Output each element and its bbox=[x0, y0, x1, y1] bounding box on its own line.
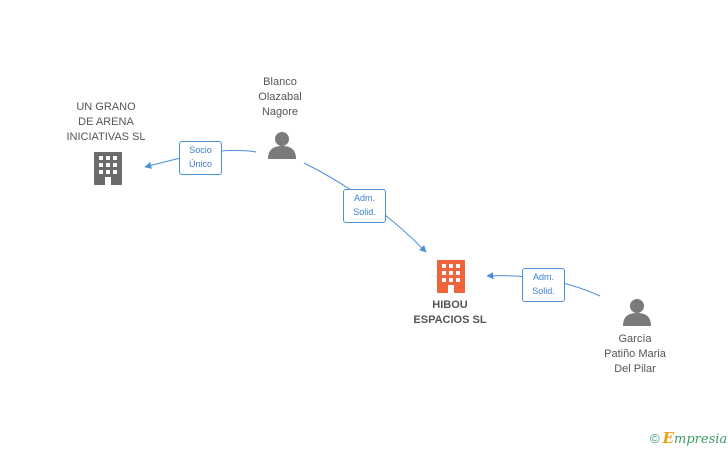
edge-label-adm-solid-blanco[interactable]: Adm. Solid. bbox=[343, 189, 386, 223]
person-label-blanco[interactable]: Blanco Olazabal Nagore bbox=[258, 76, 302, 118]
company-label-un-grano[interactable]: UN GRANO DE ARENA INICIATIVAS SL bbox=[66, 101, 146, 143]
person-icon[interactable] bbox=[623, 299, 651, 326]
building-icon-main[interactable] bbox=[437, 260, 465, 293]
edge-label-adm-solid-garcia[interactable]: Adm. Solid. bbox=[522, 268, 565, 302]
person-label-garcia[interactable]: García Patiño Maria Del Pilar bbox=[604, 333, 666, 375]
building-icon[interactable] bbox=[94, 152, 122, 185]
empresia-watermark: © Empresia bbox=[650, 428, 727, 448]
empresia-logo: Empresia bbox=[662, 429, 728, 447]
person-icon[interactable] bbox=[268, 132, 296, 159]
copyright-icon: © bbox=[650, 430, 660, 446]
edge-label-socio-unico[interactable]: Socio Único bbox=[179, 141, 222, 175]
company-label-hibou[interactable]: HIBOU ESPACIOS SL bbox=[413, 299, 487, 326]
